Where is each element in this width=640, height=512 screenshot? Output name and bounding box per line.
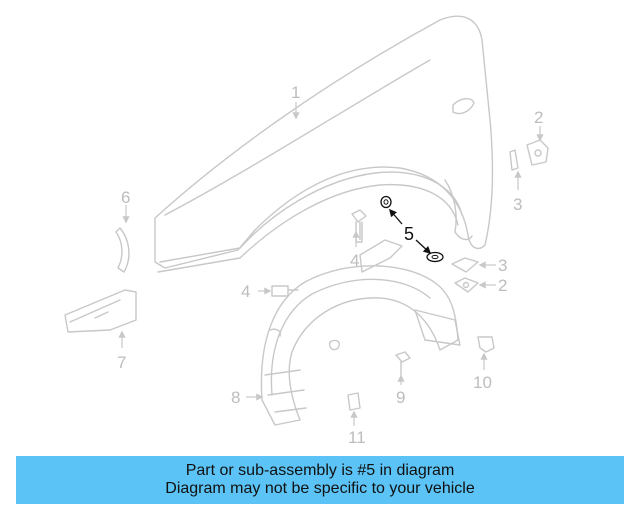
callout-4-upper: 4: [350, 251, 359, 270]
front-bracket: [64, 289, 137, 333]
highlighted-part-5: [380, 195, 444, 263]
trim-piece: [115, 227, 130, 273]
banner-line-part: Part or sub-assembly is #5 in diagram: [185, 462, 455, 479]
info-banner: Part or sub-assembly is #5 in diagram Di…: [16, 456, 624, 504]
clip-lower-3: [451, 257, 479, 273]
clip-11: [347, 392, 361, 411]
fender-liner: [260, 265, 461, 426]
callout-3-upper: 3: [513, 195, 522, 214]
callout-9: 9: [396, 388, 405, 407]
callout-7: 7: [117, 353, 126, 372]
callout-6: 6: [121, 188, 130, 207]
callout-3-lower: 3: [498, 256, 507, 275]
clip-lower-2: [454, 277, 479, 293]
callout-8: 8: [231, 388, 240, 407]
callout-10: 10: [473, 373, 492, 392]
clip-upper: [526, 139, 549, 166]
nut-upper: [509, 149, 519, 171]
parts-diagram: 1 2 3 4 5 6 7 8 9 10 11 3 2 4: [64, 15, 549, 447]
callout-2-lower: 2: [498, 276, 507, 295]
callout-2-upper: 2: [534, 108, 543, 127]
fender-panel: [154, 15, 494, 273]
bolt-9: [395, 351, 411, 363]
callout-4-lower: 4: [241, 282, 250, 301]
clip-10: [477, 336, 495, 353]
liner-bracket: [359, 239, 403, 273]
callout-5: 5: [404, 224, 414, 244]
banner-line-disclaimer: Diagram may not be specific to your vehi…: [165, 480, 475, 497]
callout-11: 11: [348, 428, 366, 447]
callout-1: 1: [291, 83, 300, 102]
bolt-4-upper: [351, 209, 367, 240]
bolt-4-lower: [271, 285, 289, 297]
